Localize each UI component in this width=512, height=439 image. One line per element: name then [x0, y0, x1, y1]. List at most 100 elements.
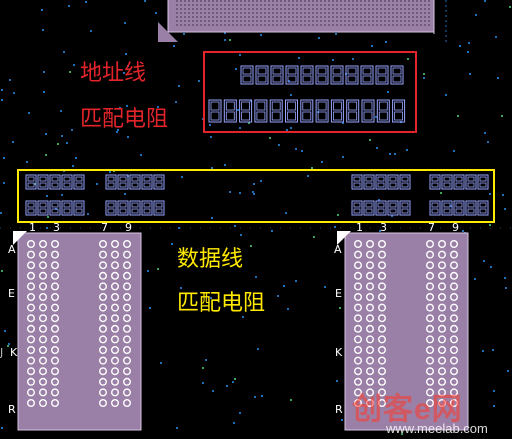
- top-chip-pad: [292, 24, 294, 26]
- via-dot: [371, 45, 373, 47]
- top-chip-pad: [240, 16, 242, 18]
- bga-ball: [98, 314, 107, 323]
- top-chip-pad: [408, 8, 410, 10]
- top-chip-pad: [308, 12, 310, 14]
- via-dot: [378, 199, 380, 201]
- resistor-pad: [401, 182, 409, 188]
- resistor-pad: [287, 101, 296, 111]
- left-memory-chip: [13, 231, 142, 431]
- via-dot: [69, 71, 71, 73]
- top-chip-pad: [368, 4, 370, 6]
- top-chip-pad: [268, 0, 270, 2]
- resistor-pad: [63, 208, 71, 214]
- resistor-body: [37, 174, 49, 190]
- resistor-pad: [479, 182, 487, 188]
- resistor-pad: [39, 182, 47, 188]
- top-chip-pad: [324, 4, 326, 6]
- bga-ball: [39, 388, 48, 397]
- top-chip-pad: [244, 0, 246, 2]
- bga-ball: [450, 293, 459, 302]
- bga-ball: [450, 346, 459, 355]
- resistor-pad: [225, 111, 235, 121]
- via-dot: [285, 212, 287, 214]
- top-chip-pad: [312, 0, 314, 2]
- bga-ball: [51, 399, 60, 408]
- bga-ball: [27, 314, 36, 323]
- top-chip-pad: [412, 8, 414, 10]
- top-chip-pad: [408, 20, 410, 22]
- resistor-body: [376, 99, 390, 123]
- via-dot: [487, 141, 489, 143]
- resistor-pad: [39, 176, 47, 182]
- top-chip-pad: [276, 16, 278, 18]
- resistor-body: [105, 174, 117, 190]
- resistor-body: [223, 99, 237, 123]
- via-dot: [462, 230, 464, 232]
- via-dot: [375, 116, 377, 118]
- resistor-pad: [143, 208, 151, 214]
- bga-ball: [354, 282, 363, 291]
- bga-ball: [98, 346, 107, 355]
- top-chip-pad: [424, 4, 426, 6]
- via-dot: [254, 396, 256, 398]
- bga-ball: [366, 303, 375, 312]
- resistor-pad: [27, 208, 35, 214]
- bga-ball: [51, 271, 60, 280]
- bga-ball: [110, 388, 119, 397]
- top-chip-pad: [256, 24, 258, 26]
- bga-ball: [354, 335, 363, 344]
- top-chip-pad: [356, 8, 358, 10]
- top-chip-pad: [196, 8, 198, 10]
- top-chip-pad: [288, 8, 290, 10]
- top-chip-pad: [420, 0, 422, 2]
- top-chip-pad: [180, 8, 182, 10]
- top-chip-pad: [356, 20, 358, 22]
- via-dot: [75, 157, 77, 159]
- top-chip-pad: [252, 24, 254, 26]
- data-resistor-label: 匹配电阻: [177, 291, 266, 316]
- bga-ball: [426, 282, 435, 291]
- top-chip-pad: [312, 4, 314, 6]
- via-dot: [352, 58, 354, 60]
- top-chip-pad: [364, 8, 366, 10]
- top-chip-pad: [184, 4, 186, 6]
- bga-ball: [366, 335, 375, 344]
- resistor-pad: [155, 176, 163, 182]
- right-chip-row-a: A: [334, 243, 342, 256]
- bga-ball: [27, 346, 36, 355]
- via-dot: [178, 227, 180, 229]
- bga-ball: [98, 335, 107, 344]
- via-dot: [178, 85, 180, 87]
- top-chip-pad: [244, 12, 246, 14]
- via-dot: [87, 213, 89, 215]
- top-chip-pad: [420, 20, 422, 22]
- bga-ball: [426, 324, 435, 333]
- resistor-pad: [63, 176, 71, 182]
- top-chip-pad: [328, 4, 330, 6]
- top-chip-pad: [204, 24, 206, 26]
- top-chip-pad: [380, 4, 382, 6]
- bga-ball: [39, 293, 48, 302]
- bga-ball: [51, 335, 60, 344]
- resistor-pad: [365, 176, 373, 182]
- resistor-pad: [75, 182, 83, 188]
- resistor-body: [399, 174, 411, 190]
- resistor-pad: [317, 75, 327, 83]
- top-chip-pad: [344, 24, 346, 26]
- bga-ball: [122, 377, 131, 386]
- via-dot: [57, 143, 59, 145]
- via-dot: [307, 175, 309, 177]
- top-chip-pad: [424, 12, 426, 14]
- top-chip-pad: [192, 0, 194, 2]
- top-chip-pad: [360, 8, 362, 10]
- bga-ball: [98, 293, 107, 302]
- address-resistor-label: 匹配电阻: [80, 107, 169, 132]
- top-chip-pad: [212, 4, 214, 6]
- top-chip-pad: [360, 4, 362, 6]
- top-chip-pad: [300, 8, 302, 10]
- bga-ball: [122, 239, 131, 248]
- via-dot: [155, 12, 157, 14]
- bga-ball: [110, 335, 119, 344]
- top-chip-pad: [376, 12, 378, 14]
- top-chip-pad: [372, 16, 374, 18]
